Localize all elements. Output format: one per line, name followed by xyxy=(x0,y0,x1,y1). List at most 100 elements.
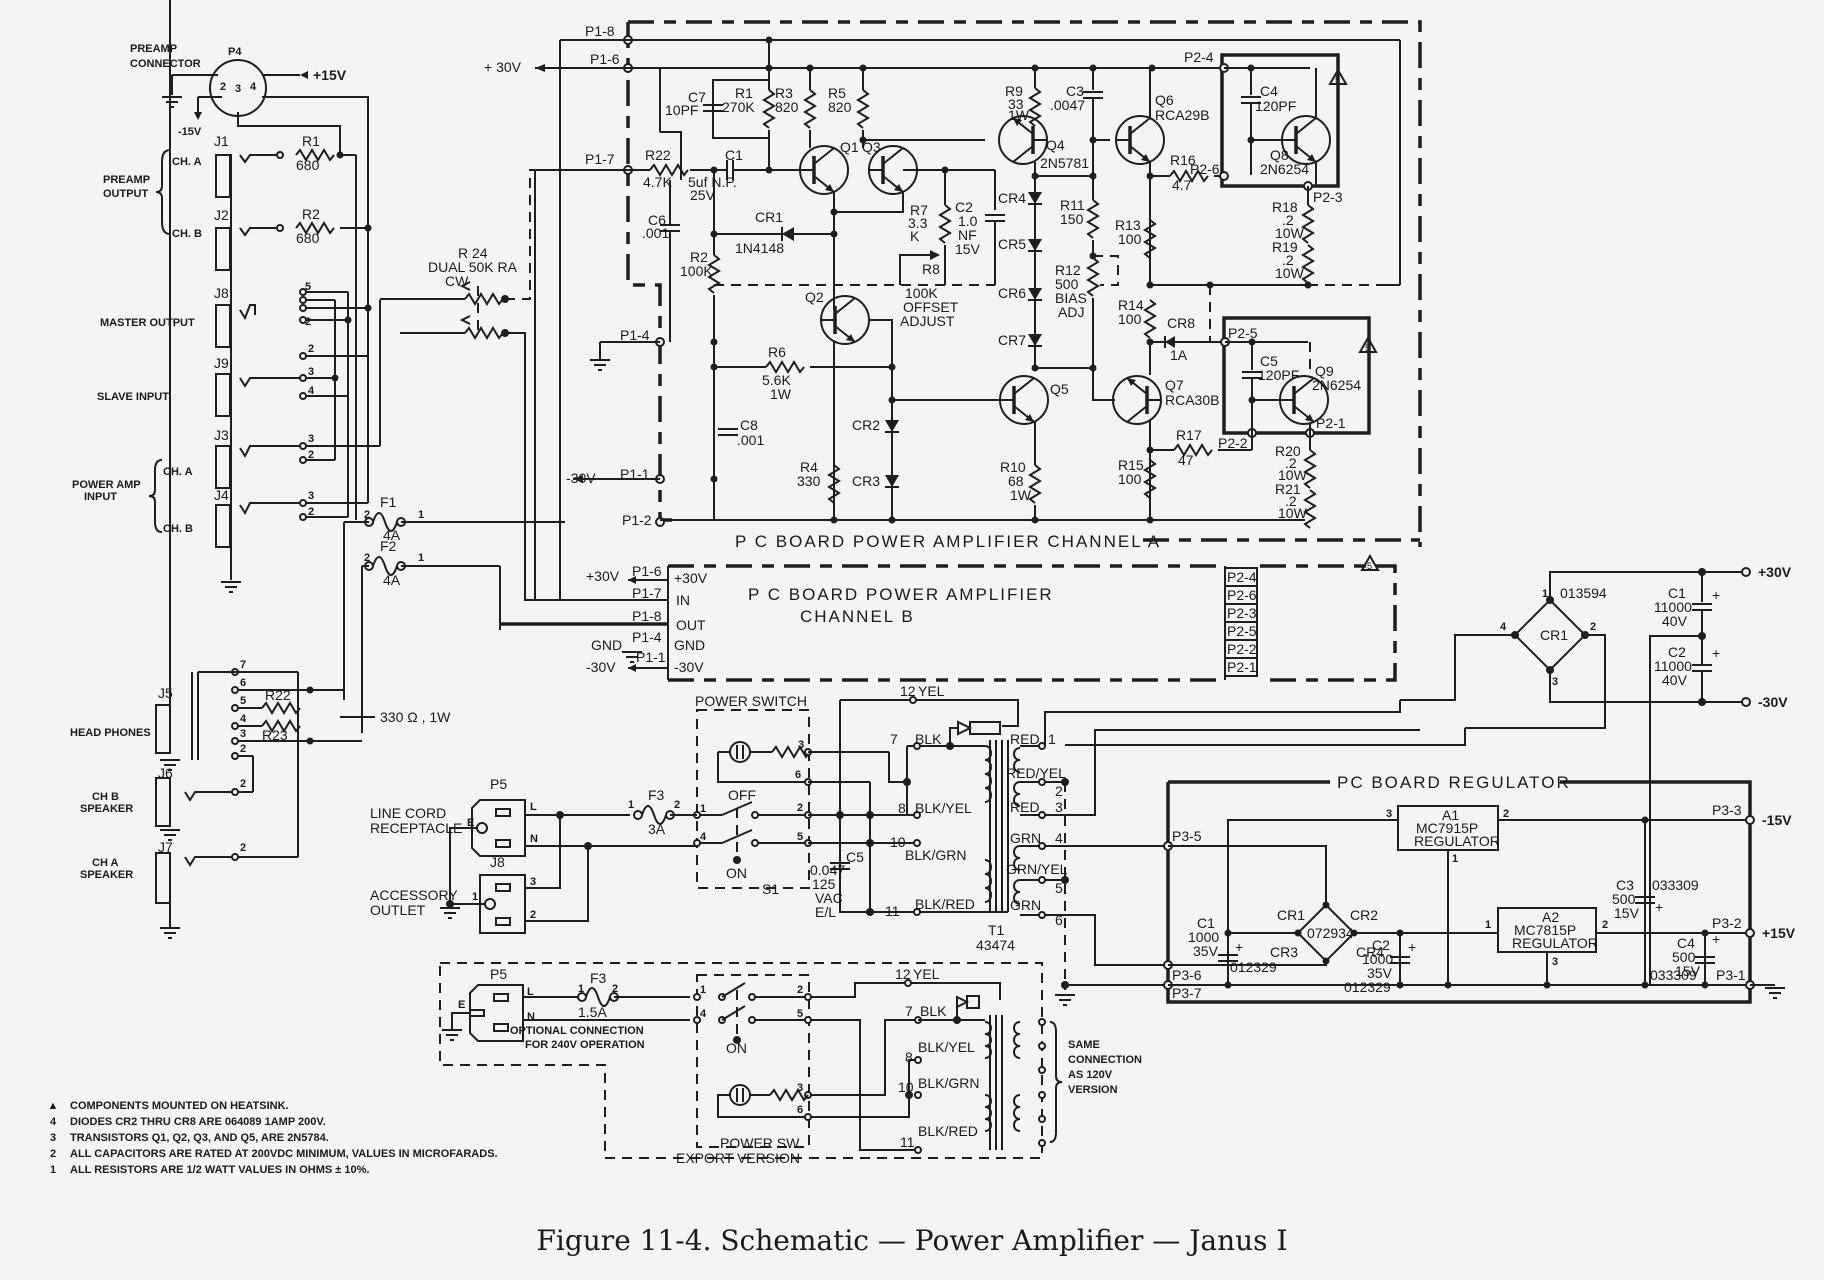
note-marker: 4 xyxy=(49,1116,57,1128)
channel-b-title-1: P C BOARD POWER AMPLIFIER xyxy=(748,585,1054,604)
t1-sec-2-color: RED/YEL xyxy=(1006,765,1066,781)
j9-label: J9 xyxy=(214,355,229,371)
a2-type: REGULATOR xyxy=(1512,935,1598,951)
t1-sec-1-color: RED xyxy=(1010,731,1040,747)
a2-pin-2: 2 xyxy=(1602,919,1608,931)
t1-primary-8-num: 8 xyxy=(898,800,906,816)
export-p5-receptacle xyxy=(469,984,524,1042)
r2-ch-a-name: R2 xyxy=(690,249,708,265)
q6-value: RCA29B xyxy=(1155,107,1209,123)
reg-c2-plus: + xyxy=(1408,939,1416,955)
ch-b-ext-minus30v: -30V xyxy=(586,659,616,675)
cr4-name: CR4 xyxy=(998,190,1026,206)
preamp-ch-a-label: CH. A xyxy=(172,156,202,168)
ch-b-ext-plus30v: +30V xyxy=(586,568,620,584)
export-sw-pin-3: 3 xyxy=(797,1082,803,1094)
f3-pin-1: 1 xyxy=(628,799,634,811)
reg-c2-value: 1000 xyxy=(1362,951,1393,967)
c6-name: C6 xyxy=(648,212,666,228)
r1-ch-a-value: 270K xyxy=(722,99,755,115)
export-pin-e: E xyxy=(458,999,465,1011)
accessory-outlet-label-2: OUTLET xyxy=(370,902,426,918)
mains-c5-value: 0.047 xyxy=(810,862,845,878)
ch-a-pin-p1-4: P1-4 xyxy=(620,327,650,343)
reg-c4-part: 033309 xyxy=(1650,967,1697,983)
power-amp-ch-a-label: CH. A xyxy=(163,466,193,478)
reg-c4-name: C4 xyxy=(1677,935,1695,951)
r6-value: 5.6K xyxy=(762,372,791,388)
ch-b-pin-p1-8: P1-8 xyxy=(632,608,662,624)
export-same-3: AS 120V xyxy=(1068,1069,1113,1081)
r14-name: R14 xyxy=(1118,297,1144,313)
r23-hp-name: R23 xyxy=(262,727,288,743)
ch-b-label-out: OUT xyxy=(676,617,706,633)
c1-value: 5uf N.P. xyxy=(688,174,737,190)
r1-value: 680 xyxy=(296,157,320,173)
r16-value: 4.7 xyxy=(1172,177,1192,193)
accessory-outlet-label-1: ACCESSORY xyxy=(370,887,458,903)
reg-out-plus15v: +15V xyxy=(1762,925,1796,941)
j9-pin-4: 4 xyxy=(308,385,315,397)
reg-c2-part: 012329 xyxy=(1344,979,1391,995)
ch-b-pin-p1-7: P1-7 xyxy=(632,585,662,601)
bridge-cr1-part: 013594 xyxy=(1560,585,1607,601)
master-output-label: MASTER OUTPUT xyxy=(100,317,195,329)
ch-b-pin-p2-5: P2-5 xyxy=(1227,623,1257,639)
r7-name: R7 xyxy=(910,202,928,218)
power-switch-label: POWER SWITCH xyxy=(695,693,807,709)
p4-label-2: CONNECTOR xyxy=(130,58,201,70)
r22-hp-name: R22 xyxy=(265,687,291,703)
ch-b-label-gnd: GND xyxy=(674,637,705,653)
note-marker: 1 xyxy=(49,1164,57,1176)
c8-value: .001 xyxy=(737,432,764,448)
r24-cw-label: CW xyxy=(445,273,469,289)
note-text: ALL RESISTORS ARE 1/2 WATT VALUES IN OHM… xyxy=(70,1164,370,1176)
cr7-name: CR7 xyxy=(998,332,1026,348)
j5-pin-6: 6 xyxy=(240,677,246,689)
figure-caption: Figure 11-4. Schematic — Power Amplifier… xyxy=(536,1224,1288,1257)
c5-ch-a-value: 120PF xyxy=(1258,367,1299,383)
reg-pin-p3-6: P3-6 xyxy=(1172,967,1202,983)
r21-value: .2 xyxy=(1285,493,1297,509)
reg-c1-name: C1 xyxy=(1197,915,1215,931)
r6-watt: 1W xyxy=(770,386,792,402)
switch-pole-2[interactable] xyxy=(721,829,753,844)
t1-sec-2-num: 2 xyxy=(1055,783,1063,799)
t1-primary-10-num: 10 xyxy=(890,834,906,850)
j1-label: J1 xyxy=(214,133,229,149)
export-switch-pole-1[interactable] xyxy=(721,982,746,998)
power-amp-input-label-2: INPUT xyxy=(84,491,117,503)
ch-a-supply-pos: + 30V xyxy=(484,59,522,75)
export-t-10-color: BLK/GRN xyxy=(918,1075,979,1091)
reg-pin-p3-3: P3-3 xyxy=(1712,802,1742,818)
export-f3-name: F3 xyxy=(590,970,607,986)
r11-name: R11 xyxy=(1060,197,1085,213)
cr8-name: CR8 xyxy=(1167,315,1195,331)
j6-pin-2: 2 xyxy=(240,778,246,790)
q1-name: Q1 xyxy=(840,139,859,155)
sw-pin-5: 5 xyxy=(797,831,803,843)
reg-c3-volt: 15V xyxy=(1614,905,1640,921)
p4-pin-2: 2 xyxy=(220,81,226,93)
note-resistors: 1 ALL RESISTORS ARE 1/2 WATT VALUES IN OH… xyxy=(46,1162,498,1178)
r1-name: R1 xyxy=(302,133,320,149)
j4-pin-3: 3 xyxy=(308,490,314,502)
r17-value: 47 xyxy=(1178,452,1194,468)
r6-name: R6 xyxy=(768,344,786,360)
j4-label: J4 xyxy=(214,487,229,503)
j5-pin-7: 7 xyxy=(240,659,246,671)
mains-c5-type-1: VAC xyxy=(815,890,843,906)
headphone-speaker-jacks: HEAD PHONES J5 7 6 5 4 3 2 R22 R23 330 Ω… xyxy=(70,0,451,939)
ch-b-pin-p1-4: P1-4 xyxy=(632,629,662,645)
export-f3-pin-2: 2 xyxy=(612,983,618,995)
ch-b-speaker-label-2: SPEAKER xyxy=(80,803,133,815)
q2-name: Q2 xyxy=(805,289,824,305)
q7-name: Q7 xyxy=(1165,377,1184,393)
r15-value: 100 xyxy=(1118,471,1142,487)
export-switch-pole-2[interactable] xyxy=(721,1005,746,1021)
c4-value: 120PF xyxy=(1255,98,1296,114)
q5-name: Q5 xyxy=(1050,381,1069,397)
ch-a-pin-p2-1: P2-1 xyxy=(1316,415,1346,431)
